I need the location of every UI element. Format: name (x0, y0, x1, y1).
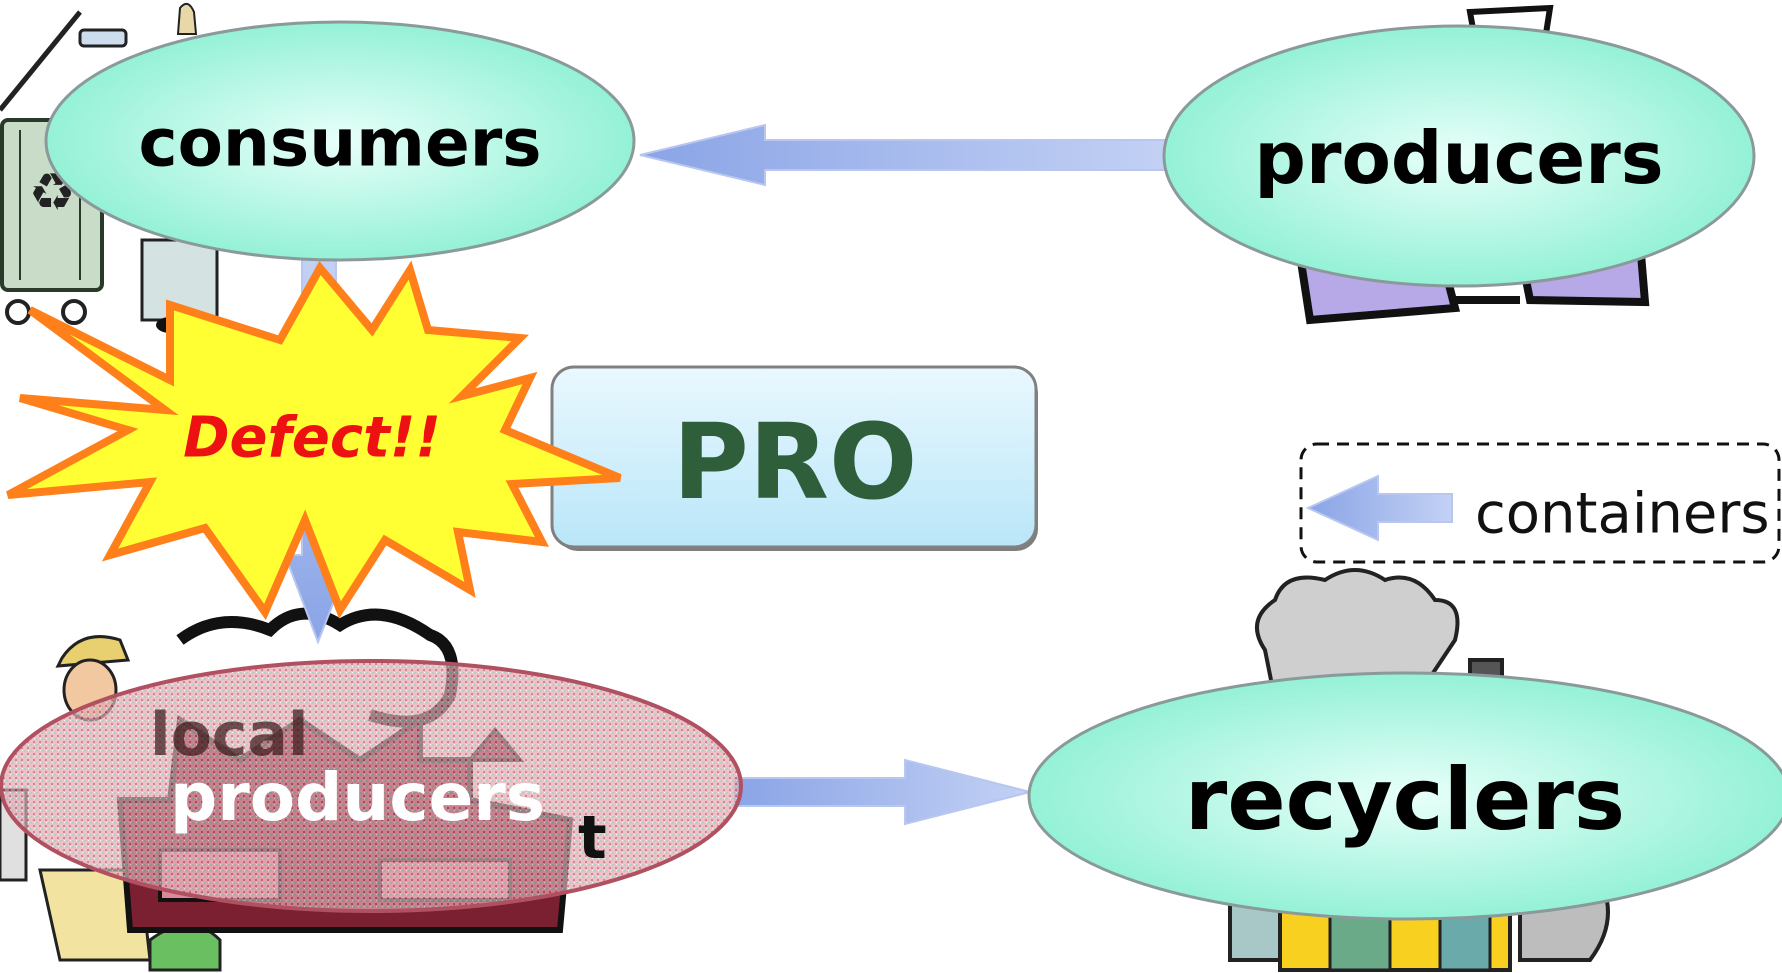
recyclers-label: recyclers (1185, 750, 1625, 850)
producers-node: producers (1162, 24, 1756, 288)
consumers-node: consumers (44, 20, 636, 262)
defect-label: Defect!! (183, 406, 441, 471)
arrow-local-to-recyclers (734, 758, 1031, 826)
legend-box: containers (1299, 442, 1781, 564)
pro-box: PRO (550, 365, 1038, 551)
pro-label: PRO (673, 401, 918, 523)
legend-arrow (1305, 474, 1453, 542)
recyclers-node: recyclers (1027, 671, 1782, 921)
arrow-producers-to-consumers (639, 123, 1171, 187)
consumers-label: consumers (138, 105, 541, 182)
local-label: local (150, 700, 308, 770)
producers-label: producers (1254, 116, 1663, 200)
legend-label: containers (1475, 482, 1770, 547)
explosion-burst-icon: Defect!! (6, 260, 622, 621)
local-trailing-label: t (578, 803, 607, 873)
local-producers-node: local producers t (0, 659, 743, 913)
local-producers-label: producers (170, 759, 545, 836)
